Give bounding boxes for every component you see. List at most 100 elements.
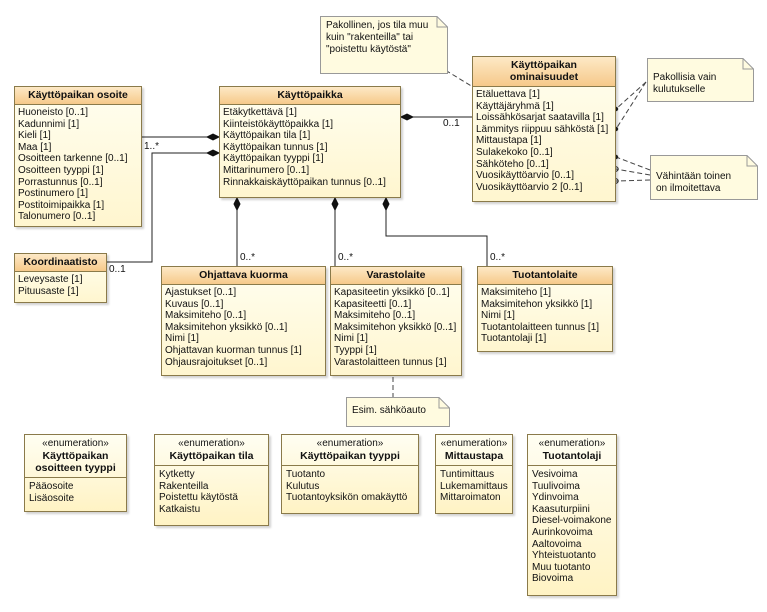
attribute: Vuosikäyttöarvio [0..1] [476,170,575,182]
attribute: Ohjattavan kuorman tunnus [1] [165,344,302,356]
attribute: Käyttöpaikan tila [1] [223,130,311,142]
attribute: Mittaustapa [1] [476,135,542,147]
attribute: Porrastunnus [0..1] [18,176,103,188]
enum-value: Aaltovoima [532,538,582,550]
attribute: Varastolaitteen tunnus [1] [334,356,447,368]
note-link-kulutus-2 [615,81,647,130]
multiplicity-koordinaatisto: 0..1 [109,264,126,275]
class-title: Käyttöpaikan osoite [15,87,141,105]
note-text: Pakollinen, jos tila muu kuin "rakenteil… [326,20,429,55]
attribute: Tuotantolaji [1] [481,333,547,345]
enum-name: Käyttöpaikan tyyppi [300,450,400,462]
enum-header: «enumeration» Tuotantolaji [528,435,616,466]
attribute: Vuosikäyttöarvio 2 [0..1] [476,181,583,193]
note-vahintaan-toinen: Vähintään toinen on ilmoitettava [650,155,758,200]
enum-name: Käyttöpaikan tila [169,450,254,462]
attribute: Tyyppi [1] [334,344,377,356]
note-text: Vähintään toinen on ilmoitettava [656,171,732,194]
enum-value: Mittaroimaton [440,492,501,504]
diamond-osoite [205,133,221,141]
enum-value: Diesel-voimakone [532,515,612,527]
enum-stereotype: «enumeration» [440,438,508,449]
enum-name: Tuotantolaji [542,450,602,462]
class-kayttopaikan-ominaisuudet[interactable]: Käyttöpaikan ominaisuudet Etäluettava [1… [472,56,616,202]
attribute: Osoitteen tarkenne [0..1] [18,153,128,165]
enum-value: Lukemamittaus [440,480,508,492]
attribute: Huoneisto [0..1] [18,107,89,118]
note-link-vahintaan-1 [615,156,651,171]
attribute-list: Etäluettava [1]Käyttäjäryhmä [1]Loissähk… [473,87,615,195]
attribute: Maksimitehon yksikkö [0..1] [165,321,288,333]
class-title: Käyttöpaikan ominaisuudet [473,57,615,87]
class-koordinaatisto[interactable]: Koordinaatisto Leveysaste [1]Pituusaste … [14,253,107,303]
diamond-koordinaatisto [205,149,221,157]
attribute-list: Kapasiteetin yksikkö [0..1]Kapasiteetti … [331,285,461,370]
attribute: Talonumero [0..1] [18,211,96,223]
attribute: Tuotantolaitteen tunnus [1] [481,321,600,333]
enum-value: Pääosoite [29,481,74,492]
enum-value: Aurinkovoima [532,526,593,538]
attribute: Kapasiteetti [0..1] [334,298,412,310]
enum-stereotype: «enumeration» [178,438,245,449]
attribute: Postitoimipaikka [1] [18,199,105,211]
attribute-list: Huoneisto [0..1]Kadunnimi [1]Kieli [1]Ma… [15,105,141,225]
attribute: Etäluettava [1] [476,89,540,100]
attribute: Pituusaste [1] [18,285,79,297]
attribute: Maa [1] [18,141,52,153]
diamond-varasto [331,196,339,212]
note-text: Esim. sähköauto [352,405,426,416]
class-title: Tuotantolaite [478,267,612,285]
multiplicity-ohjattava: 0..* [240,252,256,263]
enum-value: Tuotanto [286,469,326,480]
attribute: Maksimitehon yksikkö [0..1] [334,321,457,333]
enum-value: Kaasuturpiini [532,503,590,515]
class-title: Käyttöpaikka [220,87,400,105]
attribute: Maksimiteho [0..1] [165,310,247,322]
attribute: Sulakekoko [0..1] [476,146,553,158]
note-link-vahintaan-3 [615,179,651,182]
class-varastolaite[interactable]: Varastolaite Kapasiteetin yksikkö [0..1]… [330,266,462,376]
association-koordinaatisto [107,152,219,263]
multiplicity-tuotanto: 0..* [490,252,506,263]
note-link-kulutus-1 [615,81,647,110]
enum-value: Muu tuotanto [532,561,591,573]
attribute: Nimi [1] [481,310,515,322]
multiplicity-varasto: 0..* [338,252,354,263]
class-title: Varastolaite [331,267,461,285]
enum-header: «enumeration» Mittaustapa [436,435,512,466]
note-esim-sahkoauto: Esim. sähköauto [346,397,450,427]
class-tuotantolaite[interactable]: Tuotantolaite Maksimiteho [1]Maksimiteho… [477,266,613,352]
attribute: Osoitteen tyyppi [1] [18,164,104,176]
attribute: Etäkytkettävä [1] [223,107,297,118]
enum-value: Lisäosoite [29,492,75,504]
enum-value: Tuulivoima [532,480,580,492]
enum-value: Yhteistuotanto [532,550,596,562]
class-kayttopaikka[interactable]: Käyttöpaikka Etäkytkettävä [1]Kiinteistö… [219,86,401,198]
note-pakollinen-tila: Pakollinen, jos tila muu kuin "rakenteil… [320,16,448,74]
attribute: Maksimitehon yksikkö [1] [481,298,593,310]
class-kayttopaikan-osoite[interactable]: Käyttöpaikan osoite Huoneisto [0..1]Kadu… [14,86,142,227]
enum-kayttopaikan-tyyppi[interactable]: «enumeration» Käyttöpaikan tyyppi Tuotan… [281,434,419,514]
association-tuotanto [385,198,488,266]
class-ohjattava-kuorma[interactable]: Ohjattava kuorma Ajastukset [0..1]Kuvaus… [161,266,326,376]
diamond-ohjattava [233,196,241,212]
attribute: Loissähkösarjat saatavilla [1] [476,112,604,124]
enum-name: Käyttöpaikan osoitteen tyyppi [35,450,116,474]
enum-name: Mittaustapa [444,450,504,462]
enum-value: Biovoima [532,573,574,585]
enum-value: Kulutus [286,480,320,492]
enum-stereotype: «enumeration» [42,438,109,449]
enum-value: Poistettu käytöstä [159,492,238,504]
class-title: Koordinaatisto [15,254,106,272]
attribute: Maksimiteho [0..1] [334,310,416,322]
enum-kayttopaikan-tila[interactable]: «enumeration» Käyttöpaikan tila Kytketty… [154,434,269,526]
enum-value: Tuntimittaus [440,469,495,480]
enum-kayttopaikan-osoitteen-tyyppi[interactable]: «enumeration» Käyttöpaikan osoitteen tyy… [24,434,127,512]
